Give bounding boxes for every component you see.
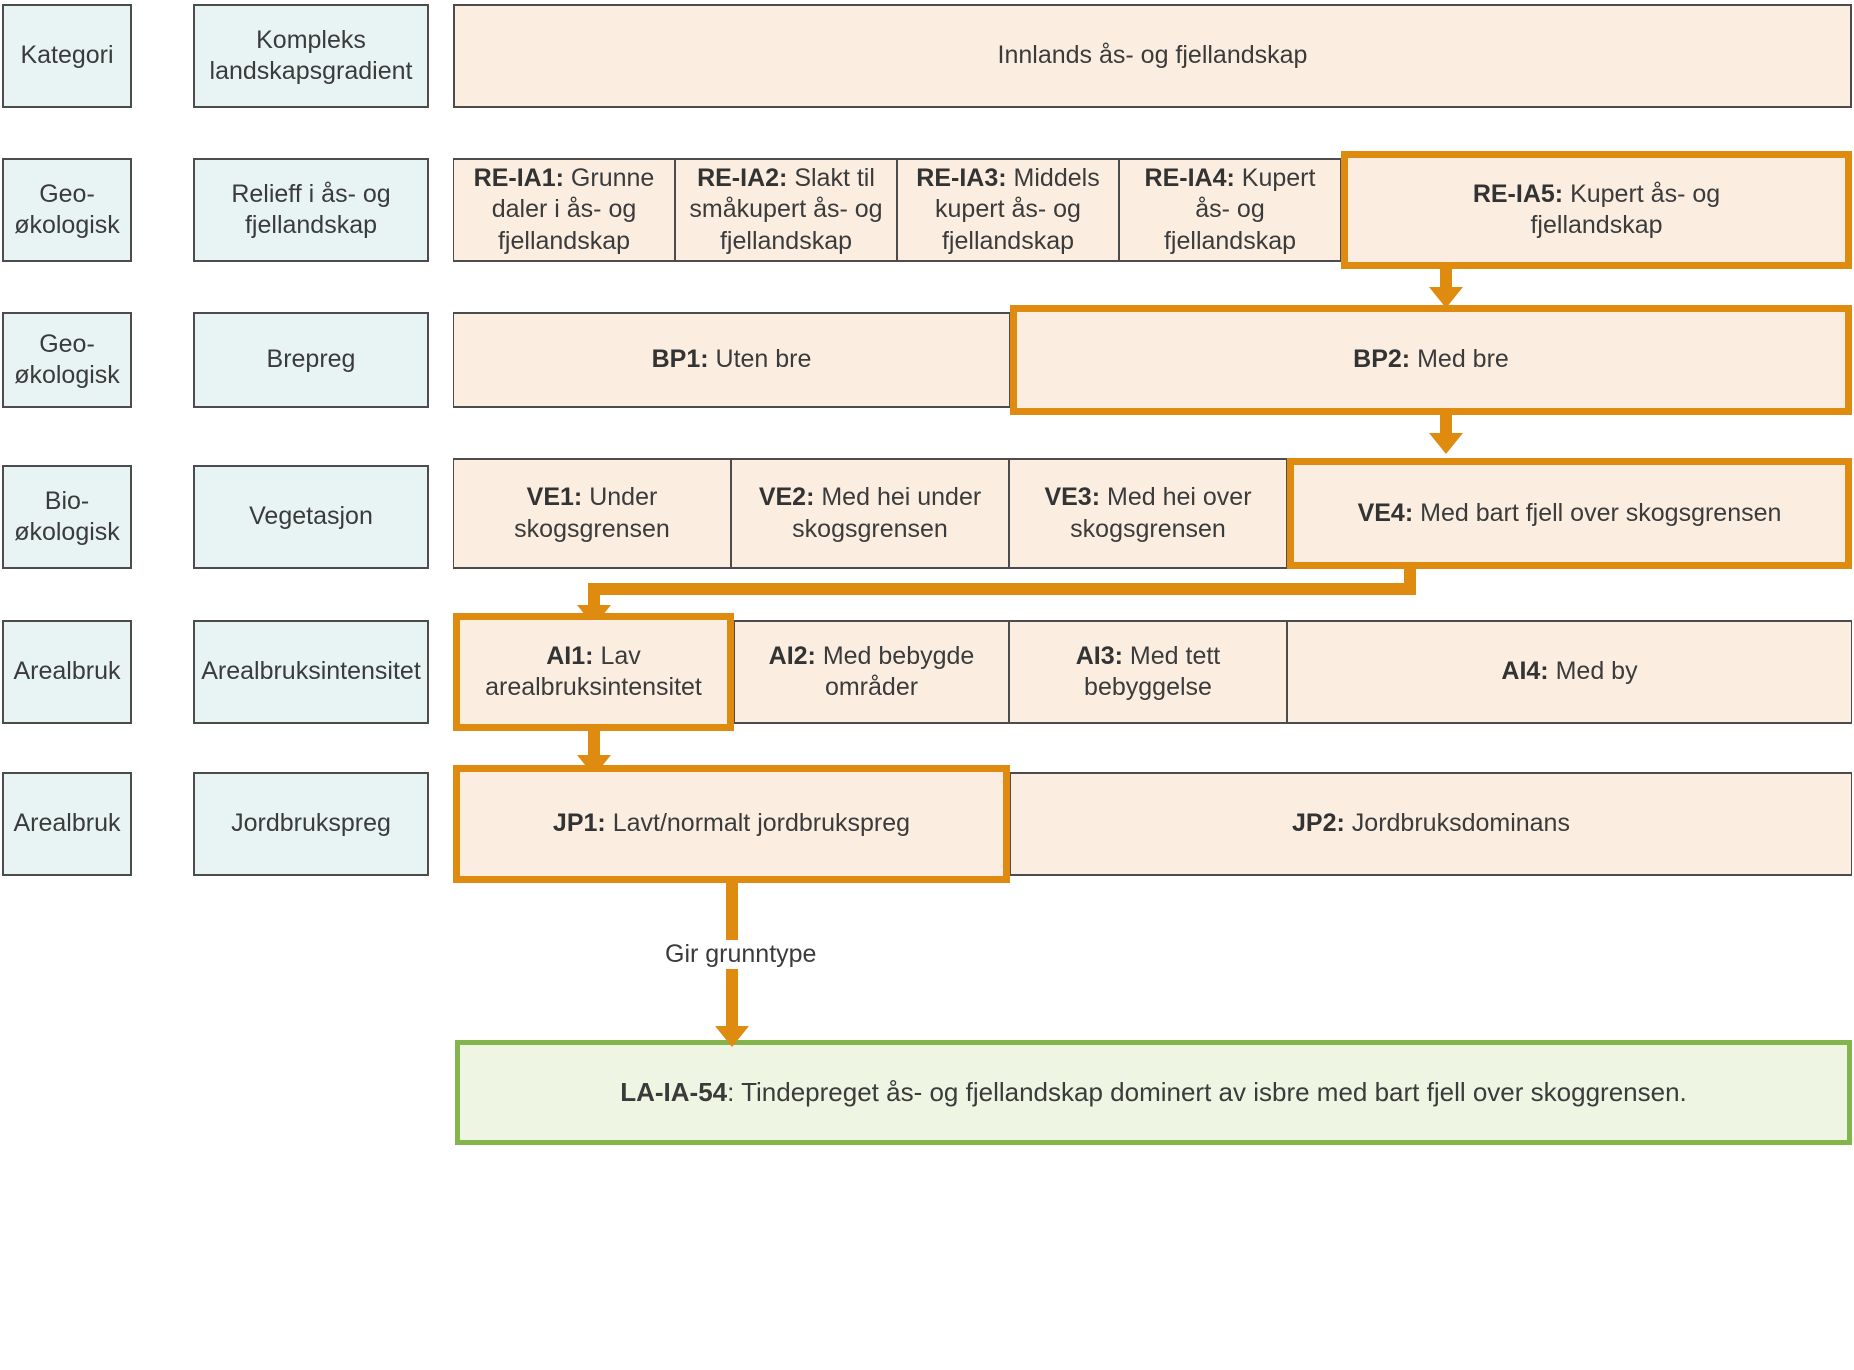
value-cell-ai2[interactable]: AI2: Med bebygde områder: [734, 620, 1009, 724]
row-category-text-2: Geo-økologisk: [14, 329, 120, 389]
value-text-re-ia3: Middels kupert ås- og fjellandskap: [935, 164, 1100, 255]
row-gradient-label-3: Vegetasjon: [193, 465, 429, 569]
connector-reia5-to-bp2-vertical: [1440, 268, 1452, 290]
row-category-label-5: Arealbruk: [2, 772, 132, 876]
connector-ve4-to-ai1-horizontal: [588, 583, 1416, 595]
value-text-bp1: Uten bre: [715, 345, 812, 374]
row-gradient-label-1: Relieff i ås- og fjellandskap: [193, 158, 429, 262]
value-cell-ai1[interactable]: AI1: Lav arealbruksintensitet: [453, 613, 734, 731]
row-category-text-0: Kategori: [20, 41, 114, 70]
value-text-re-ia2: Slakt til småkupert ås- og fjellandskap: [689, 164, 883, 255]
connector-bp2-to-ve4-vertical: [1440, 414, 1452, 436]
value-text-ai1: Lav arealbruksintensitet: [485, 641, 702, 701]
row-gradient-text-3: Vegetasjon: [249, 502, 373, 531]
result-box[interactable]: LA-IA-54: Tindepreget ås- og fjellandska…: [455, 1040, 1852, 1145]
row-gradient-label-0: Kompleks landskapsgradient: [193, 4, 429, 108]
row-category-label-0: Kategori: [2, 4, 132, 108]
value-text-bp2: Med bre: [1417, 345, 1509, 374]
value-text-ai4: Med by: [1555, 657, 1638, 686]
row-category-label-2: Geo-økologisk: [2, 312, 132, 408]
value-code-ai4: AI4:: [1501, 657, 1549, 686]
value-code-ve2: VE2:: [758, 483, 815, 512]
value-cell-re-ia5[interactable]: RE-IA5: Kupert ås- og fjellandskap: [1341, 151, 1852, 269]
value-cell-re-ia3[interactable]: RE-IA3: Middels kupert ås- og fjellandsk…: [897, 158, 1119, 262]
value-code-re-ia5: RE-IA5:: [1472, 179, 1564, 208]
connector-label-gir-grunntype: Gir grunntype: [655, 940, 827, 969]
value-text-ve4: Med bart fjell over skogsgrensen: [1420, 498, 1782, 527]
value-cell-re-ia2[interactable]: RE-IA2: Slakt til småkupert ås- og fjell…: [675, 158, 897, 262]
row-category-label-3: Bio-økologisk: [2, 465, 132, 569]
row-gradient-label-2: Brepreg: [193, 312, 429, 408]
connector-reia5-to-bp2-arrowhead: [1429, 287, 1463, 308]
value-cell-innlands[interactable]: Innlands ås- og fjellandskap: [453, 4, 1852, 108]
row-category-text-5: Arealbruk: [13, 809, 121, 838]
result-code: LA-IA-54: [620, 1077, 728, 1108]
value-text-re-ia1: Grunne daler i ås- og fjellandskap: [491, 164, 655, 255]
value-code-re-ia4: RE-IA4:: [1144, 164, 1235, 193]
value-cell-bp1[interactable]: BP1: Uten bre: [453, 312, 1010, 408]
value-text-ve1: Under skogsgrensen: [514, 483, 670, 543]
value-cell-re-ia4[interactable]: RE-IA4: Kupert ås- og fjellandskap: [1119, 158, 1341, 262]
row-gradient-text-0: Kompleks landskapsgradient: [209, 25, 413, 85]
value-text-ai2: Med bebygde områder: [822, 641, 975, 701]
value-cell-ai3[interactable]: AI3: Med tett bebyggelse: [1009, 620, 1287, 724]
value-text-jp2: Jordbruksdominans: [1351, 809, 1570, 838]
value-cell-ve3[interactable]: VE3: Med hei over skogsgrensen: [1009, 458, 1287, 569]
value-cell-ve4[interactable]: VE4: Med bart fjell over skogsgrensen: [1287, 458, 1852, 569]
value-cell-jp2[interactable]: JP2: Jordbruksdominans: [1010, 772, 1852, 876]
value-code-ve1: VE1:: [526, 483, 583, 512]
value-cell-ve2[interactable]: VE2: Med hei under skogsgrensen: [731, 458, 1009, 569]
value-text-re-ia5: Kupert ås- og fjellandskap: [1530, 179, 1721, 239]
value-cell-ai4[interactable]: AI4: Med by: [1287, 620, 1852, 724]
value-code-re-ia1: RE-IA1:: [473, 164, 564, 193]
connector-bp2-to-ve4-arrowhead: [1429, 433, 1463, 454]
row-category-text-3: Bio-økologisk: [14, 486, 120, 546]
value-text-ai3: Med tett bebyggelse: [1084, 641, 1221, 701]
value-code-re-ia2: RE-IA2:: [697, 164, 788, 193]
row-gradient-text-1: Relieff i ås- og fjellandskap: [231, 179, 391, 239]
value-text-ve2: Med hei under skogsgrensen: [792, 483, 982, 543]
row-gradient-text-5: Jordbrukspreg: [231, 809, 391, 838]
value-code-ve3: VE3:: [1044, 483, 1101, 512]
value-code-bp2: BP2:: [1353, 345, 1411, 374]
value-cell-jp1[interactable]: JP1: Lavt/normalt jordbrukspreg: [453, 765, 1010, 883]
row-category-label-4: Arealbruk: [2, 620, 132, 724]
row-gradient-label-5: Jordbrukspreg: [193, 772, 429, 876]
row-gradient-text-4: Arealbruksintensitet: [201, 657, 421, 686]
value-code-jp1: JP1:: [552, 809, 606, 838]
connector-ai1-to-jp1-vertical: [588, 729, 600, 759]
row-gradient-label-4: Arealbruksintensitet: [193, 620, 429, 724]
row-category-text-1: Geo-økologisk: [14, 179, 120, 239]
row-category-label-1: Geo-økologisk: [2, 158, 132, 262]
connector-ve4-to-ai1-vertical-left: [588, 583, 600, 608]
value-cell-text: Innlands ås- og fjellandskap: [997, 41, 1308, 70]
row-gradient-text-2: Brepreg: [266, 345, 356, 374]
value-code-re-ia3: RE-IA3:: [916, 164, 1007, 193]
value-cell-re-ia1[interactable]: RE-IA1: Grunne daler i ås- og fjellandsk…: [453, 158, 675, 262]
value-code-ai1: AI1:: [546, 641, 594, 670]
value-cell-bp2[interactable]: BP2: Med bre: [1010, 305, 1852, 415]
value-code-ai2: AI2:: [768, 641, 816, 670]
value-code-jp2: JP2:: [1292, 809, 1345, 838]
result-text: : Tindepreget ås- og fjellandskap domine…: [727, 1077, 1687, 1108]
connector-jp1-to-result-arrowhead: [715, 1026, 749, 1047]
value-code-ai3: AI3:: [1075, 641, 1123, 670]
row-category-text-4: Arealbruk: [13, 657, 121, 686]
value-code-bp1: BP1:: [651, 345, 709, 374]
value-cell-ve1[interactable]: VE1: Under skogsgrensen: [453, 458, 731, 569]
value-text-re-ia4: Kupert ås- og fjellandskap: [1163, 164, 1316, 255]
value-code-ve4: VE4:: [1357, 498, 1414, 527]
value-text-jp1: Lavt/normalt jordbrukspreg: [612, 809, 911, 838]
value-text-ve3: Med hei over skogsgrensen: [1070, 483, 1252, 543]
